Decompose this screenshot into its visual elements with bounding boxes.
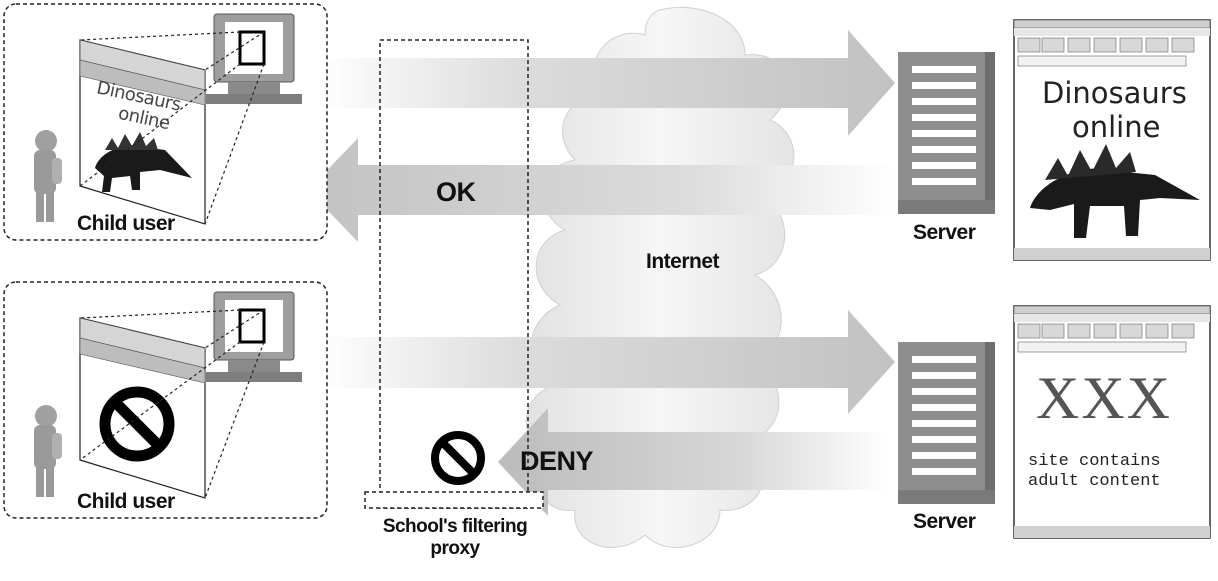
user-browser-window-bottom — [79, 317, 206, 499]
server-page-subtitle: online — [1072, 110, 1161, 144]
child-user-icon — [34, 405, 62, 497]
server-page-title: Dinosaurs — [1042, 76, 1187, 110]
server-browser-window-top — [1013, 19, 1211, 261]
server-top-icon — [898, 52, 995, 214]
adult-page-title: XXX — [1036, 365, 1172, 431]
server-browser-window-bottom — [1013, 305, 1211, 539]
proxy-label-line2: proxy — [430, 538, 480, 559]
adult-page-line1: site contains — [1028, 452, 1161, 471]
zoom-lines-bottom — [79, 309, 265, 499]
internet-label: Internet — [646, 250, 720, 273]
child-user-icon — [34, 130, 62, 222]
ok-response-arrow — [308, 138, 895, 242]
proxy-label-line1: School's filtering — [382, 516, 528, 537]
server-bottom-icon — [898, 342, 995, 504]
blocked-page-icon — [99, 386, 175, 462]
ok-label: OK — [436, 177, 476, 207]
computer-monitor-top — [206, 13, 302, 104]
child-user-label-top: Child user — [77, 212, 175, 235]
request-arrow-bottom — [318, 310, 895, 414]
child-user-label-bottom: Child user — [77, 490, 175, 513]
proxy-label: School's filtering proxy — [355, 516, 555, 560]
server-label-top: Server — [913, 221, 976, 244]
dinosaur-icon — [95, 132, 192, 192]
deny-label: DENY — [520, 446, 594, 476]
deny-arrow — [498, 408, 890, 516]
adult-page-line2: adult content — [1028, 472, 1161, 491]
deny-symbol-icon — [431, 431, 485, 485]
zoom-lines-top — [79, 31, 265, 225]
request-arrow-top — [318, 30, 895, 136]
dinosaur-icon — [1030, 144, 1200, 238]
server-label-bottom: Server — [913, 510, 976, 533]
proxy-box — [364, 39, 544, 509]
computer-monitor-bottom — [206, 291, 302, 382]
